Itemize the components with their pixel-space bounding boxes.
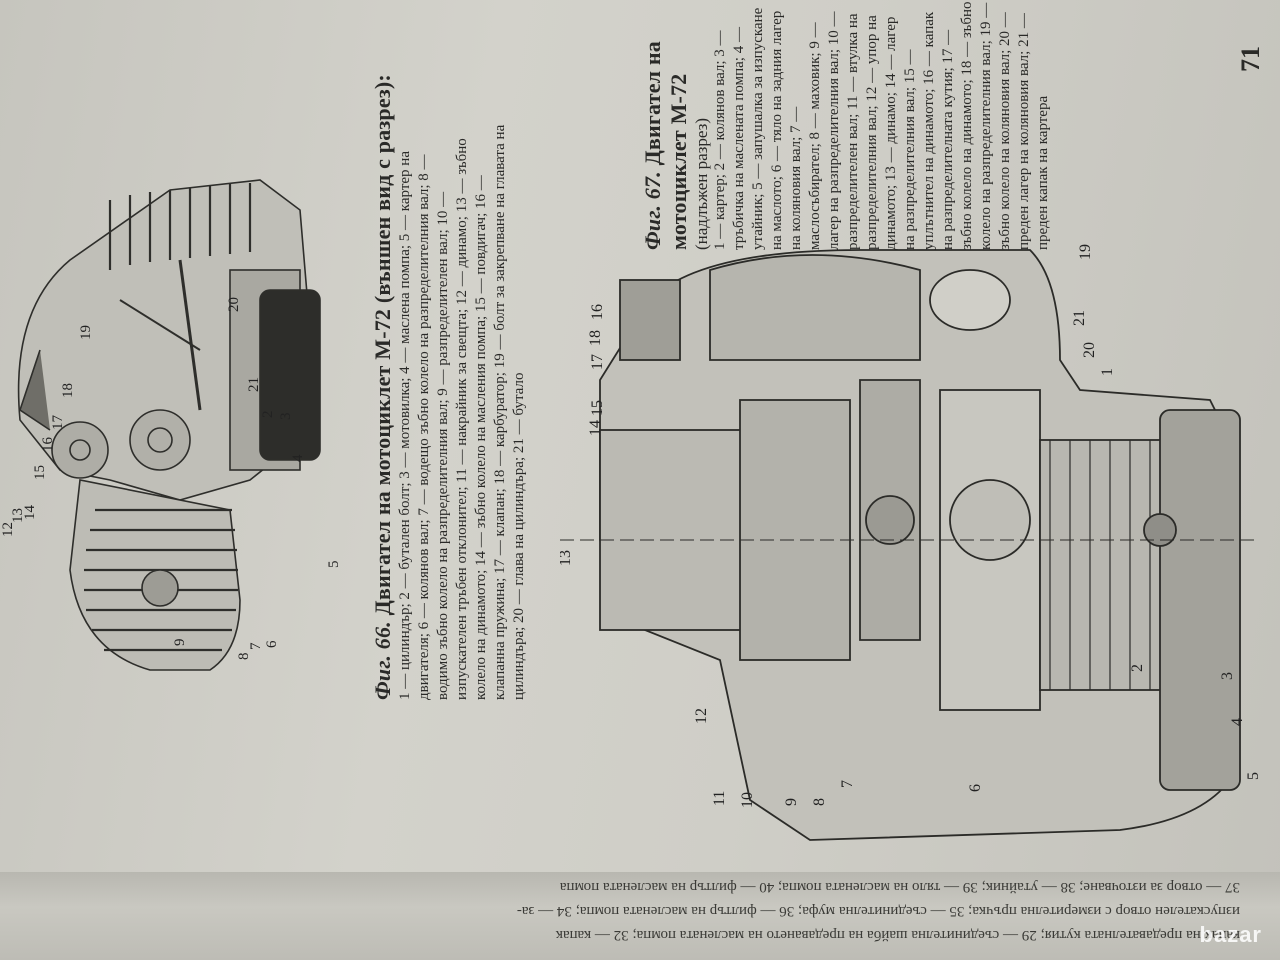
- fig67-title: Фиг. 67. Двигател на мотоциклет М-72: [640, 0, 692, 250]
- facing-page-strip: 37 — отвор за източване; 38 — утайник; 3…: [0, 872, 1280, 960]
- svg-text:18: 18: [60, 383, 76, 398]
- page-number: 71: [1236, 46, 1265, 72]
- fig66-legend: 1 — цилиндър; 2 — бутален болт; 3 — мото…: [397, 124, 527, 700]
- svg-text:5: 5: [326, 561, 342, 569]
- svg-text:20: 20: [1081, 342, 1098, 358]
- svg-text:21: 21: [246, 377, 262, 392]
- svg-text:5: 5: [1245, 772, 1260, 780]
- svg-text:14: 14: [22, 505, 38, 521]
- svg-text:1: 1: [1099, 368, 1116, 376]
- svg-text:16: 16: [40, 437, 56, 453]
- svg-text:12: 12: [693, 708, 710, 724]
- svg-text:6: 6: [967, 784, 984, 792]
- svg-text:17: 17: [50, 415, 66, 431]
- svg-text:13: 13: [10, 508, 26, 523]
- fig66-illustration: 20 19 18 17 16 15 14 13 12 21 2 3 4 5 6 …: [0, 179, 342, 671]
- fig66-title-prefix: Фиг. 66.: [370, 621, 395, 700]
- fig67-caption: Фиг. 67. Двигател на мотоциклет М-72 (на…: [640, 0, 1053, 250]
- fig67-title-prefix: Фиг. 67.: [640, 171, 665, 250]
- fig67-subtitle: (надлъжен разрез): [692, 117, 711, 250]
- svg-text:21: 21: [1071, 310, 1088, 326]
- svg-text:15: 15: [589, 400, 606, 416]
- svg-text:7: 7: [248, 642, 264, 650]
- svg-text:13: 13: [560, 550, 574, 566]
- fig67-legend: 1 — картер; 2 — колянов вал; 3 — тръбичк…: [712, 1, 1051, 250]
- svg-text:2: 2: [260, 411, 276, 419]
- svg-text:12: 12: [0, 522, 16, 537]
- svg-text:9: 9: [783, 798, 800, 806]
- watermark-logo: bazar: [1199, 922, 1262, 947]
- svg-text:4: 4: [290, 454, 306, 462]
- svg-text:20: 20: [226, 297, 242, 312]
- facing-page-line: капак на предавателната кутия; 29 — съед…: [555, 927, 1240, 943]
- svg-text:18: 18: [587, 330, 604, 346]
- svg-text:3: 3: [1219, 672, 1236, 680]
- svg-text:9: 9: [172, 639, 188, 647]
- facing-page-line: изпускателен отвор с измерителна пръчка;…: [516, 903, 1240, 919]
- svg-text:7: 7: [839, 780, 856, 788]
- svg-text:8: 8: [236, 653, 252, 661]
- facing-page-line: 37 — отвор за източване; 38 — утайник; 3…: [559, 879, 1240, 895]
- svg-text:10: 10: [739, 792, 756, 808]
- fig66-title-text: Двигател на мотоциклет М-72 (външен вид …: [370, 74, 395, 616]
- svg-text:4: 4: [1229, 718, 1246, 726]
- fig66-title: Фиг. 66. Двигател на мотоциклет М-72 (въ…: [370, 74, 396, 700]
- svg-text:19: 19: [1077, 244, 1094, 260]
- svg-text:19: 19: [78, 325, 94, 340]
- svg-text:6: 6: [264, 640, 280, 648]
- svg-text:11: 11: [711, 791, 728, 806]
- svg-text:14: 14: [587, 420, 604, 436]
- svg-text:17: 17: [589, 354, 606, 370]
- fig67-illustration: 16 18 19 21 20 1 2 3 4 5 6 7 8 9 10 11 1…: [560, 244, 1260, 841]
- svg-text:2: 2: [1129, 664, 1146, 672]
- svg-text:15: 15: [32, 465, 48, 480]
- fig66-caption: Фиг. 66. Двигател на мотоциклет М-72 (въ…: [370, 74, 529, 700]
- svg-text:3: 3: [278, 413, 294, 421]
- svg-text:16: 16: [589, 304, 606, 320]
- svg-text:8: 8: [811, 798, 828, 806]
